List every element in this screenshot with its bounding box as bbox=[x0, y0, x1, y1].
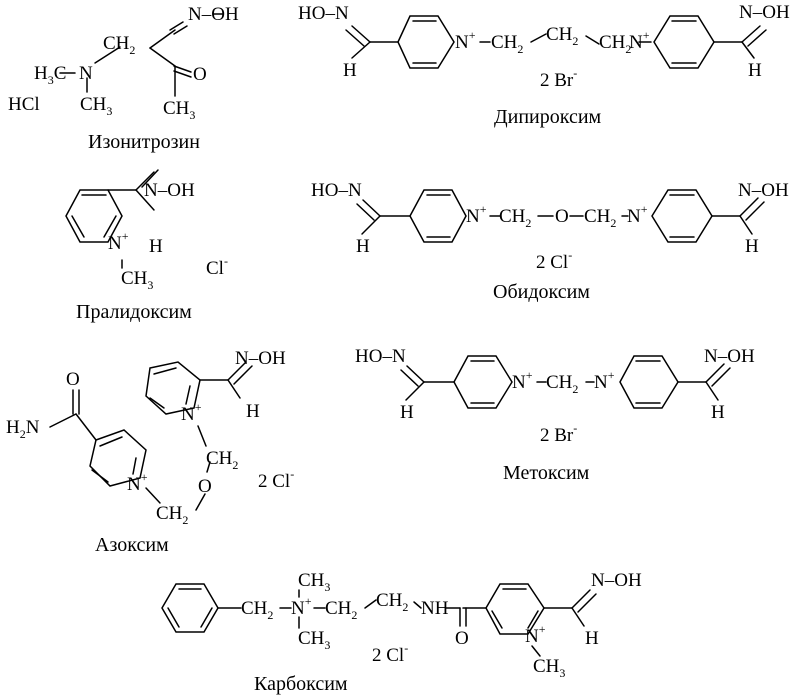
pralidoksim-h-label: H bbox=[149, 236, 163, 257]
dipiroksim-h-right-label: H bbox=[748, 60, 762, 81]
izonitrozin-ch3-label: CH3 bbox=[80, 94, 112, 118]
metoksim-h-left-label: H bbox=[400, 402, 414, 423]
dipiroksim-h-left-label: H bbox=[343, 60, 357, 81]
karboksim-ch3b-label: CH3 bbox=[298, 628, 330, 652]
obidoksim-ch2b-label: CH2 bbox=[584, 206, 616, 230]
metoksim-structure: HO–N H N+ CH2 N+ N–OH H 2 Br- Метоксим bbox=[355, 346, 755, 484]
izonitrozin-salt-label: HCl bbox=[8, 94, 40, 115]
karboksim-ch3c-label: CH3 bbox=[533, 656, 565, 680]
izonitrozin-ch3b-label: CH3 bbox=[163, 98, 195, 122]
pralidoksim-ch3-label: CH3 bbox=[121, 268, 153, 292]
obidoksim-h-right-label: H bbox=[745, 236, 759, 257]
karboksim-ch3a-label: CH3 bbox=[298, 570, 330, 594]
metoksim-ch2-label: CH2 bbox=[546, 372, 578, 396]
dipiroksim-ch2a-label: CH2 bbox=[491, 32, 523, 56]
obidoksim-structure: HO–N H N+ CH2 O CH2 N+ N–OH H 2 Cl- Обид… bbox=[311, 180, 789, 303]
dipiroksim-structure: HO–N H N+ CH2 CH2 CH2 N+ N–OH H 2 Br- Ди… bbox=[298, 2, 790, 128]
karboksim-h-label: H bbox=[585, 628, 599, 649]
karboksim-nh-label: NH bbox=[421, 598, 449, 619]
dipiroksim-ch2c-label: CH2 bbox=[599, 32, 631, 56]
pralidoksim-structure: N–OH H N+ CH3 Cl- Пралидоксим bbox=[65, 169, 228, 323]
obidoksim-ch2a-label: CH2 bbox=[499, 206, 531, 230]
dipiroksim-oxime-left-label: HO–N bbox=[298, 3, 349, 24]
pralidoksim-name: Пралидоксим bbox=[76, 301, 192, 323]
azoksim-h-label: H bbox=[246, 401, 260, 422]
pralidoksim-counterion: Cl- bbox=[206, 254, 228, 279]
karboksim-ch2c-label: CH2 bbox=[376, 590, 408, 614]
obidoksim-h-left-label: H bbox=[356, 236, 370, 257]
obidoksim-name: Обидоксим bbox=[493, 281, 590, 303]
izonitrozin-name: Изонитрозин bbox=[88, 131, 200, 153]
obidoksim-oxime-left-label: HO–N bbox=[311, 180, 362, 201]
metoksim-n2-label: N+ bbox=[594, 368, 615, 393]
azoksim-ch2b-label: CH2 bbox=[206, 448, 238, 472]
karboksim-counterion: 2 Cl- bbox=[372, 641, 408, 666]
azoksim-ch2a-label: CH2 bbox=[156, 503, 188, 527]
karboksim-ch2a-label: CH2 bbox=[241, 598, 273, 622]
karboksim-structure: CH2 N+ CH3 CH3 CH2 CH2 NH O N+ CH3 N–OH … bbox=[161, 570, 642, 695]
azoksim-h2n-label: H2N bbox=[6, 417, 40, 441]
azoksim-o2-label: O bbox=[198, 476, 212, 497]
obidoksim-o-label: O bbox=[555, 206, 569, 227]
azoksim-n2-label: N+ bbox=[181, 400, 202, 425]
obidoksim-n1-label: N+ bbox=[466, 202, 487, 227]
metoksim-oxime-left-label: HO–N bbox=[355, 346, 406, 367]
dipiroksim-n2-plus-label: N+ bbox=[629, 28, 650, 53]
metoksim-h-right-label: H bbox=[711, 402, 725, 423]
karboksim-ch2b-label: CH2 bbox=[325, 598, 357, 622]
dipiroksim-ch2b-label: CH2 bbox=[546, 24, 578, 48]
izonitrozin-h3c-label: H3C bbox=[34, 63, 66, 87]
metoksim-n1-label: N+ bbox=[512, 368, 533, 393]
azoksim-name: Азоксим bbox=[95, 534, 169, 556]
izonitrozin-o-label: O bbox=[193, 64, 207, 85]
karboksim-oxime-label: N–OH bbox=[591, 570, 642, 591]
dipiroksim-name: Дипироксим bbox=[494, 106, 602, 128]
karboksim-o-label: O bbox=[455, 628, 469, 649]
obidoksim-oxime-right-label: N–OH bbox=[738, 180, 789, 201]
pralidoksim-n-label: N+ bbox=[108, 229, 129, 254]
obidoksim-counterion: 2 Cl- bbox=[536, 248, 572, 273]
izonitrozin-n-label: N bbox=[79, 63, 93, 84]
metoksim-oxime-right-label: N–OH bbox=[704, 346, 755, 367]
dipiroksim-oxime-right-label: N–OH bbox=[739, 2, 790, 23]
karboksim-name: Карбоксим bbox=[254, 673, 348, 695]
metoksim-counterion: 2 Br- bbox=[540, 421, 577, 446]
metoksim-name: Метоксим bbox=[503, 462, 590, 484]
dipiroksim-n1-label: N+ bbox=[455, 28, 476, 53]
azoksim-oxime-label: N–OH bbox=[235, 348, 286, 369]
dipiroksim-counterion: 2 Br- bbox=[540, 66, 577, 91]
azoksim-counterion: 2 Cl- bbox=[258, 467, 294, 492]
karboksim-n-label: N+ bbox=[291, 594, 312, 619]
obidoksim-n2-label: N+ bbox=[627, 202, 648, 227]
azoksim-o-label: O bbox=[66, 369, 80, 390]
azoksim-structure: O H2N N+ CH2 O CH2 N+ N–OH H 2 Cl- Азокс… bbox=[6, 348, 294, 556]
izonitrozin-oxime-label: N–OH bbox=[188, 4, 239, 25]
pralidoksim-oxime-label: N–OH bbox=[144, 180, 195, 201]
azoksim-n1-label: N+ bbox=[127, 470, 148, 495]
karboksim-n2-label: N+ bbox=[525, 622, 546, 647]
izonitrozin-ch2-label: CH2 bbox=[103, 33, 135, 57]
izonitrozin-structure: N–OH CH2 H3C N O CH3 CH3 HCl Изонитрозин bbox=[8, 4, 239, 153]
